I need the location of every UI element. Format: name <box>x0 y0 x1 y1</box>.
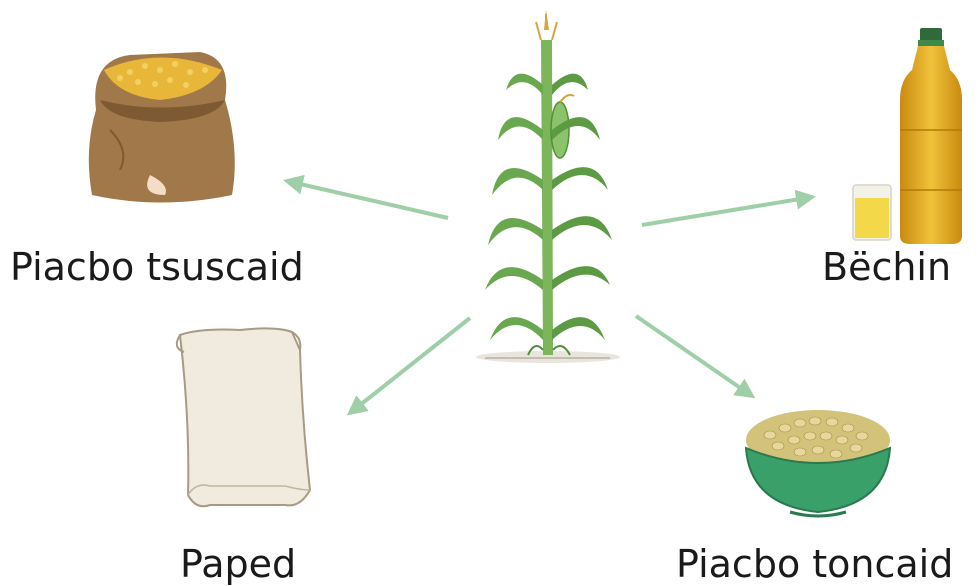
grain-bowl-icon <box>746 410 890 516</box>
arrow-to-oil <box>642 197 812 225</box>
arrow-to-sack <box>287 181 448 218</box>
label-grain-bowl: Piacbo toncaid <box>676 545 953 583</box>
grain-sack-icon <box>89 52 235 203</box>
label-paper: Paped <box>180 545 296 583</box>
corn-plant-icon <box>476 10 620 363</box>
label-grain-sack: Piacbo tsuscaid <box>10 248 304 286</box>
oil-bottle-icon <box>853 28 962 244</box>
arrow-to-bowl <box>636 316 752 396</box>
paper-scroll-icon <box>177 328 310 506</box>
arrow-to-paper <box>350 318 470 413</box>
label-oil: Bëchin <box>822 248 951 286</box>
